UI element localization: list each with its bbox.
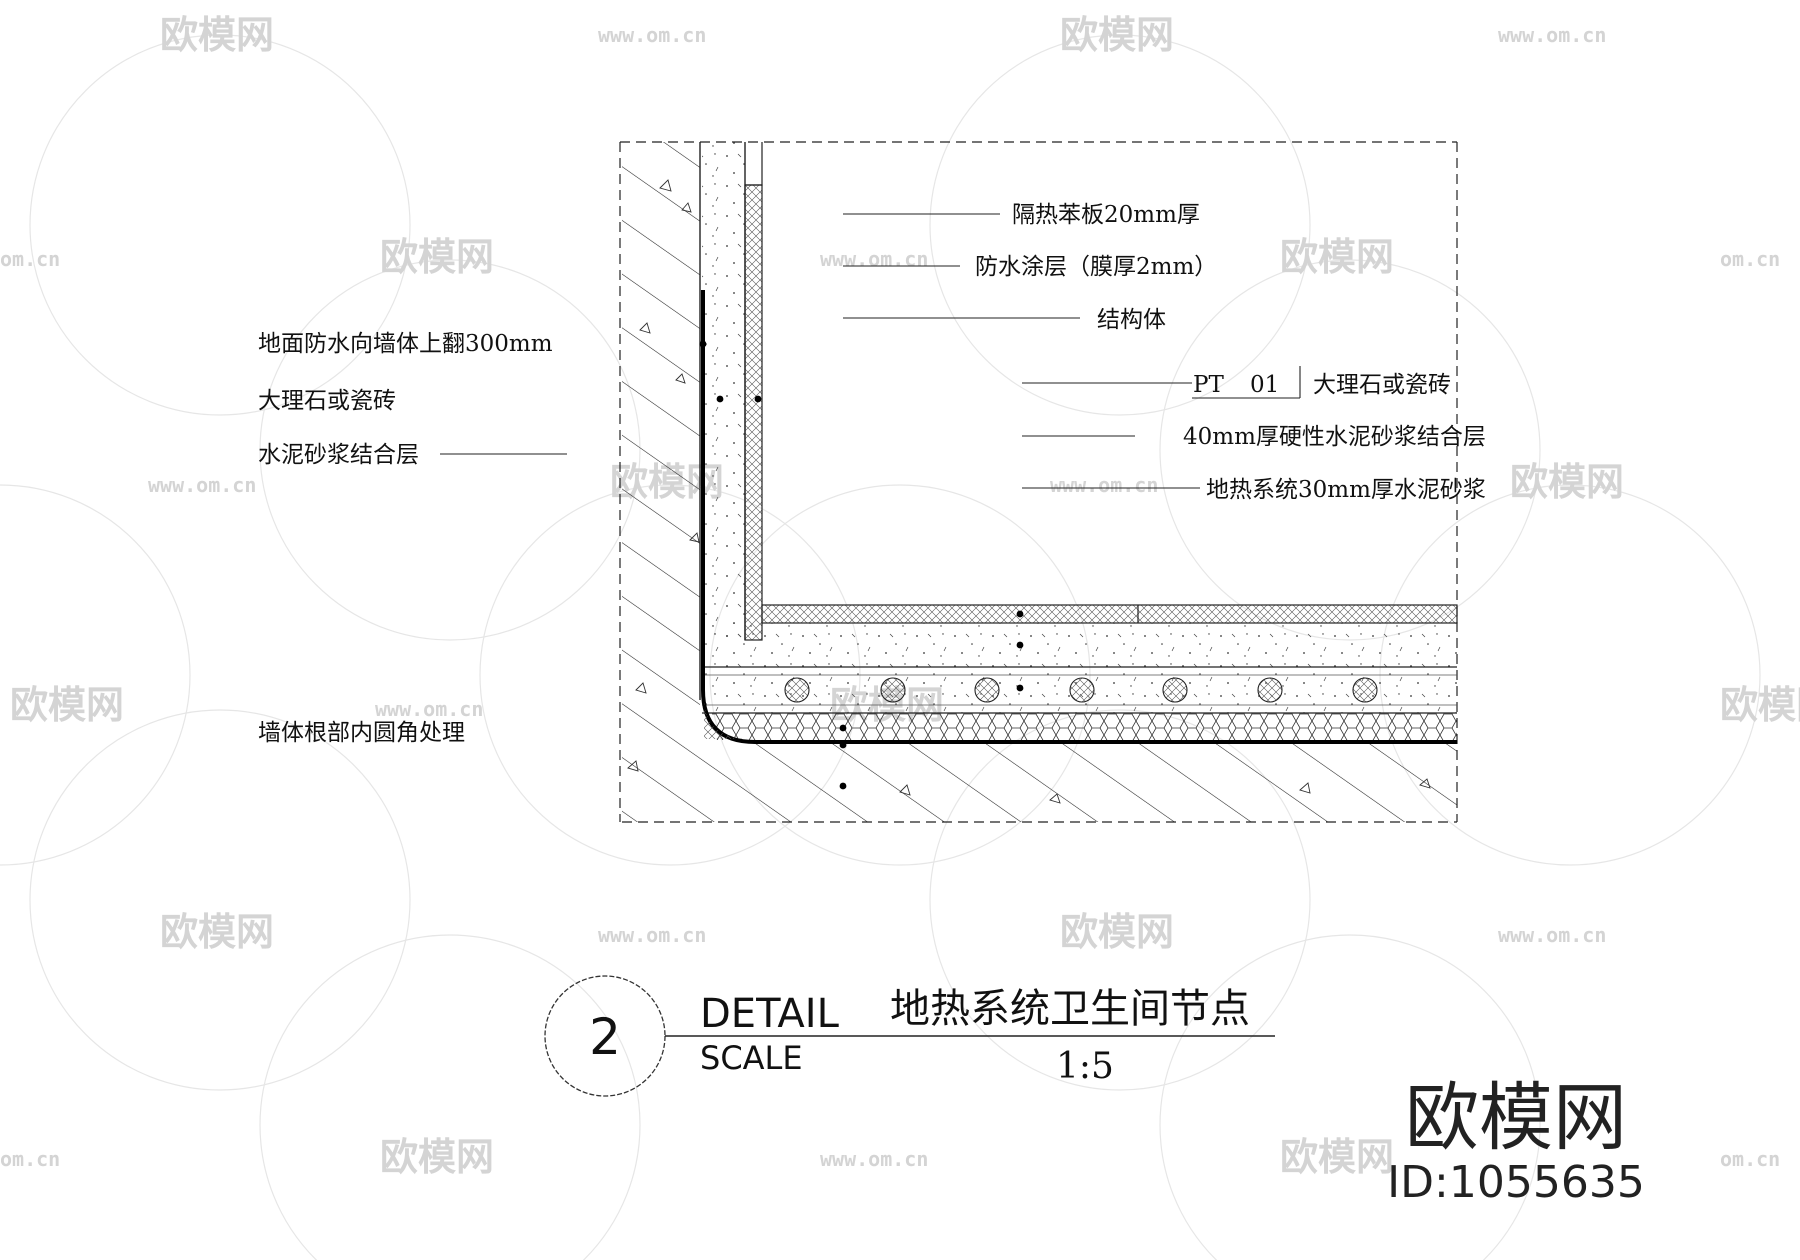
heating-pipe [1257,677,1283,703]
label-waterproof-upturn: 地面防水向墙体上翻300mm [258,331,553,357]
floor-wall-section [440,141,1458,823]
watermark-ring [0,484,191,866]
watermark-text: om.cn [0,1147,60,1171]
heating-pipe [1069,677,1095,703]
label-marble-tile-right: 大理石或瓷砖 [1313,372,1451,398]
wall-mortar-layer [702,142,745,640]
heating-pipe [880,677,906,703]
watermark-text: www.om.cn [820,247,928,271]
heating-pipe [1352,677,1378,703]
watermark-text: 欧模网 [1060,13,1174,57]
watermark-ring [29,709,411,1091]
watermark-text: 欧模网 [1060,910,1174,954]
floor-slab-structure [622,740,1457,822]
watermark-text: www.om.cn [1498,923,1606,947]
watermark-text: 欧模网 [160,910,274,954]
watermark-ring [29,34,411,416]
label-rounded-corner: 墙体根部内圆角处理 [258,720,465,746]
watermark-text: 欧模网 [1510,460,1624,504]
watermark-text: 欧模网 [1280,1135,1394,1179]
watermark-text: www.om.cn [148,473,256,497]
label-cement-mortar: 水泥砂浆结合层 [258,442,419,468]
heating-pipe [974,677,1000,703]
wall-tile [744,184,763,641]
watermark-text: om.cn [1720,1147,1780,1171]
watermark-text: www.om.cn [375,697,483,721]
watermark-text: 欧模网 [1280,235,1394,279]
wall-structure [622,142,700,740]
watermark-text: 欧模网 [1720,683,1800,727]
watermark-ring [259,934,641,1260]
tag-number: 01 [1250,372,1279,398]
watermark-text: om.cn [1720,247,1780,271]
label-hard-mortar-bedding: 40mm厚硬性水泥砂浆结合层 [1183,424,1486,450]
watermark-text: 欧模网 [380,235,494,279]
watermark-text: www.om.cn [598,23,706,47]
watermark-text: www.om.cn [598,923,706,947]
label-waterproof-coating: 防水涂层（膜厚2mm） [975,254,1217,280]
watermark-ring [929,34,1311,416]
watermark-text: 欧模网 [160,13,274,57]
label-insulation-board: 隔热苯板20mm厚 [1012,202,1200,228]
watermark-text: 欧模网 [10,683,124,727]
corner-brand: 欧模网 ID:1055635 [1387,1075,1645,1208]
title-block: 2 DETAIL SCALE 地热系统卫生间节点 1:5 [544,975,1275,1097]
scale-label: SCALE [700,1039,803,1077]
heating-pipes [784,677,1378,703]
detail-number: 2 [589,1008,621,1066]
label-heating-mortar: 地热系统30mm厚水泥砂浆 [1206,477,1486,503]
watermark-text: www.om.cn [820,1147,928,1171]
watermark-text: 欧模网 [380,1135,494,1179]
detail-label: DETAIL [700,991,840,1037]
heating-pipe [1162,677,1188,703]
heating-pipe [784,677,810,703]
detail-scale: 1:5 [1056,1046,1114,1087]
annotation-labels: 隔热苯板20mm厚 防水涂层（膜厚2mm） 结构体 PT 01 大理石或瓷砖 4… [258,202,1486,746]
watermark-ring [1159,259,1541,641]
cement-bedding-layer [702,623,1457,667]
brand-name: 欧模网 [1405,1075,1627,1161]
brand-id: ID:1055635 [1387,1157,1645,1208]
watermark-text: om.cn [0,247,60,271]
tag-code: PT [1193,372,1224,398]
watermark-ring [1159,934,1541,1260]
insulation-board [712,713,1457,740]
watermark-text: www.om.cn [1498,23,1606,47]
detail-title: 地热系统卫生间节点 [890,986,1250,1032]
label-marble-tile-left: 大理石或瓷砖 [258,388,396,414]
label-structure: 结构体 [1097,307,1166,333]
floor-tile [761,604,1458,624]
watermark-text: www.om.cn [1050,473,1158,497]
